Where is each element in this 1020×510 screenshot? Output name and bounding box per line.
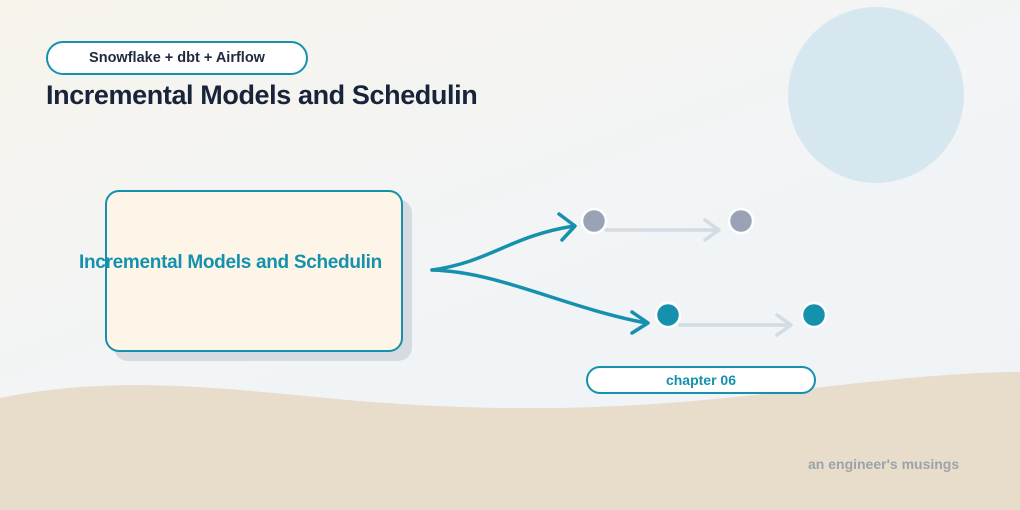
upper-node-end [727,207,755,235]
lower-node-end [800,301,828,329]
page-title: Incremental Models and Schedulin [46,80,478,110]
upper-node-start [580,207,608,235]
sun-circle [788,7,964,183]
sand-dune [0,372,1020,510]
arrowhead-lower [630,310,650,335]
footer-caption: an engineer's musings [808,456,960,472]
topic-tag: Snowflake + dbt + Airflow [46,41,308,75]
source-card [105,190,403,352]
source-card-label: Incremental Models and Schedulin [79,252,382,273]
branch-arrow-upper [430,224,576,272]
lower-node-start [654,301,682,329]
chapter-badge: chapter 06 [586,366,816,394]
upper-connector-head [703,218,721,242]
lower-connector-head [775,313,793,337]
branch-arrow-lower [430,268,648,325]
arrowhead-upper [557,212,577,242]
